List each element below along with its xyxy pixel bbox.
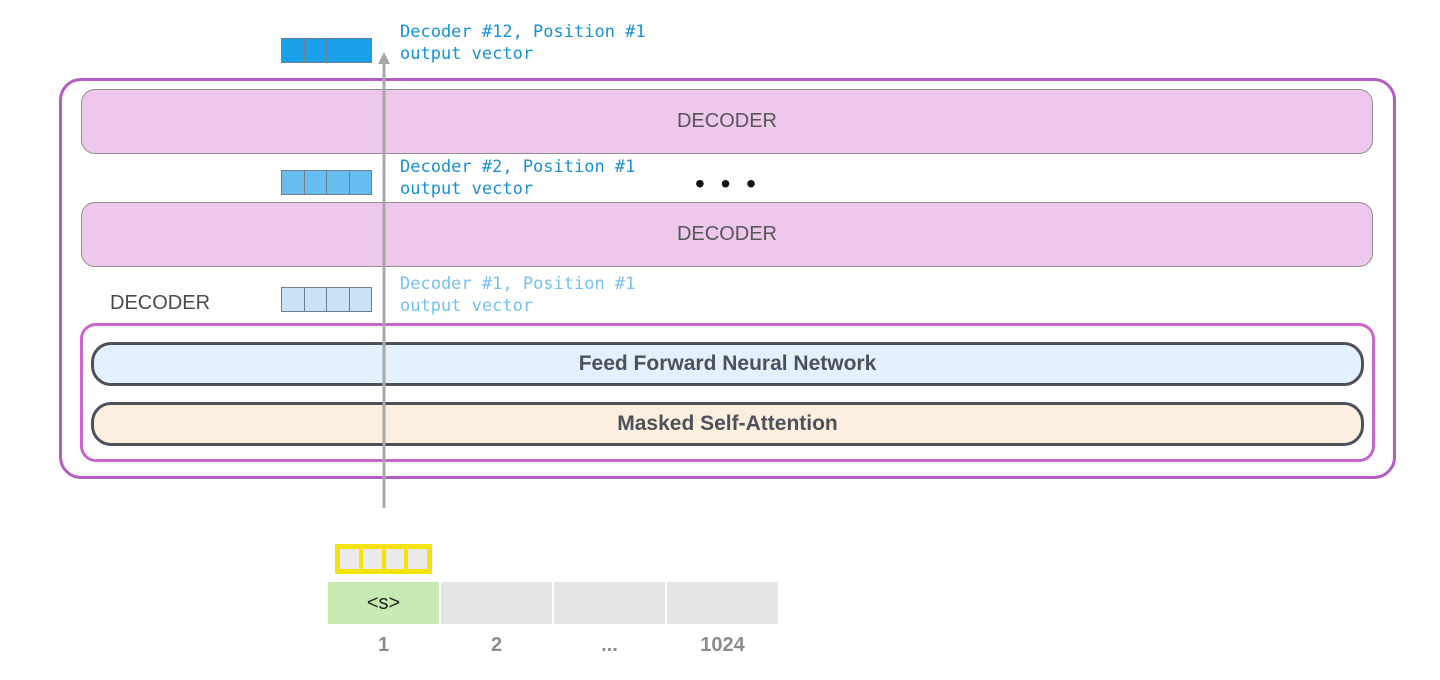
position-label-2: 2: [490, 634, 503, 656]
output-label-line1: Decoder #12, Position #1: [400, 22, 646, 42]
ellipsis: • • •: [695, 168, 760, 199]
position-label-3: ...: [601, 634, 618, 656]
token-cell-4: [667, 582, 778, 624]
token-cell-1: <s>: [328, 582, 439, 624]
output-vector-decoder-12: [281, 38, 372, 63]
position-label-1: 1: [377, 634, 390, 656]
flow-arrow: [378, 52, 390, 508]
output-label-decoder-12: Decoder #12, Position #1 output vector: [400, 21, 646, 65]
feed-forward-label: Feed Forward Neural Network: [578, 352, 877, 375]
output-label-line2: output vector: [400, 44, 534, 64]
position-label-4: 1024: [700, 634, 745, 656]
input-embedding-vector: [335, 544, 432, 574]
decoder-block-label: DECODER: [676, 223, 777, 245]
output-vector-decoder-2: [281, 170, 372, 195]
output-label-decoder-2: Decoder #2, Position #1 output vector: [400, 156, 635, 200]
decoder-block-2: DECODER: [81, 202, 1373, 267]
token-cell-3: [554, 582, 665, 624]
decoder-stack-container: [59, 78, 1396, 479]
decoder-block-12: DECODER: [81, 89, 1373, 154]
output-vector-decoder-1: [281, 287, 372, 312]
expanded-decoder-label: DECODER: [110, 292, 211, 314]
output-label-line2: output vector: [400, 179, 534, 199]
output-label-decoder-1: Decoder #1, Position #1 output vector: [400, 273, 635, 317]
decoder-block-1-expanded: [80, 323, 1375, 462]
token-cell-2: [441, 582, 552, 624]
output-label-line2: output vector: [400, 296, 534, 316]
output-label-line1: Decoder #1, Position #1: [400, 274, 636, 294]
masked-self-attention-label: Masked Self-Attention: [617, 412, 838, 435]
feed-forward-layer: Feed Forward Neural Network: [91, 342, 1364, 386]
masked-self-attention-layer: Masked Self-Attention: [91, 402, 1364, 446]
decoder-block-label: DECODER: [676, 110, 777, 132]
output-label-line1: Decoder #2, Position #1: [400, 157, 636, 177]
